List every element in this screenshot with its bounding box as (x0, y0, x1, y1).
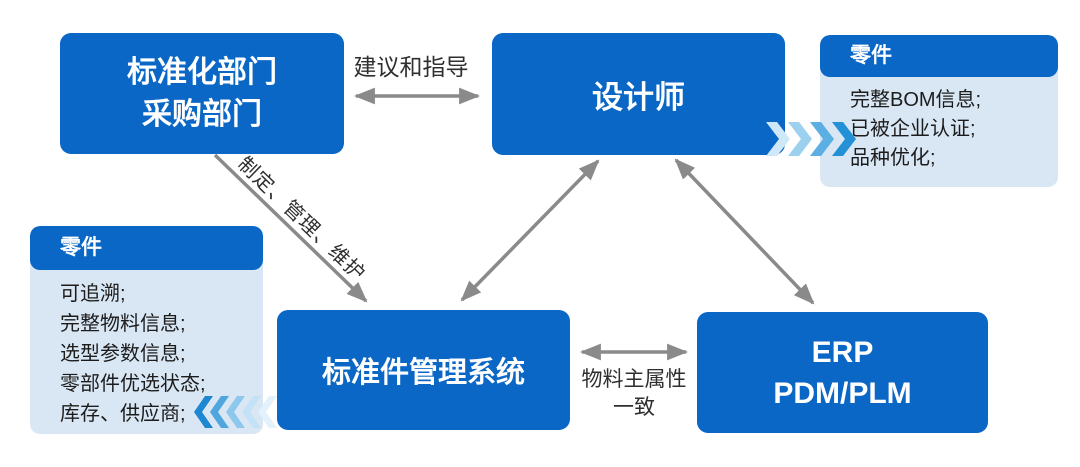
node-sms-box: 标准件管理系统 (277, 310, 570, 430)
chevrons-left-icon (194, 396, 277, 428)
chevron-right (810, 122, 834, 156)
node-erp-line2: PDM/PLM (773, 376, 912, 410)
callout-left-item: 可追溯; (60, 283, 126, 305)
callout-left-title: 零件 (30, 226, 263, 270)
node-dept-box: 标准化部门 采购部门 (60, 33, 344, 154)
edge-label-sms-erp: 物料主属性 一致 (572, 366, 696, 422)
callout-right-title: 零件 (820, 35, 1058, 77)
edge-label-sms-erp-line1: 物料主属性 (581, 368, 687, 391)
chevron-left (226, 396, 245, 428)
edge-label-sms-erp-line2: 一致 (613, 396, 655, 419)
node-dept-line1: 标准化部门 (127, 55, 277, 89)
callout-right-item: 已被企业认证; (850, 118, 976, 140)
chevrons-right-icon (766, 122, 856, 156)
node-erp-box: ERP PDM/PLM (697, 312, 988, 433)
arrow-designer-sms (460, 159, 600, 302)
callout-right-item: 品种优化; (850, 147, 936, 169)
node-designer-box: 设计师 (492, 33, 785, 155)
callout-left-item: 完整物料信息; (60, 313, 186, 335)
node-sms-label: 标准件管理系统 (321, 357, 525, 389)
callout-left-item: 选型参数信息; (60, 343, 186, 365)
node-designer-label: 设计师 (592, 79, 685, 115)
node-erp-line1: ERP (811, 335, 874, 369)
callout-left-item: 零部件优选状态; (60, 373, 206, 395)
chevron-right (788, 122, 812, 156)
chevron-right (832, 122, 856, 156)
arrow-designer-erp (674, 158, 815, 305)
chevron-left (258, 396, 277, 428)
node-dept-line2: 采购部门 (142, 97, 262, 131)
callout-left-item: 库存、供应商; (60, 403, 186, 425)
callout-right-item: 完整BOM信息; (850, 89, 982, 111)
edge-label-dept-designer: 建议和指导 (353, 54, 469, 80)
callout-parts-right: 零件 完整BOM信息; 已被企业认证; 品种优化; (820, 35, 1058, 187)
callout-right-items: 完整BOM信息; 已被企业认证; 品种优化; (820, 77, 1058, 173)
chevron-right (766, 122, 790, 156)
chevron-left (242, 396, 261, 428)
chevron-left (194, 396, 213, 428)
chevron-left (210, 396, 229, 428)
callout-left-items: 可追溯; 完整物料信息; 选型参数信息; 零部件优选状态; 库存、供应商; (30, 270, 263, 429)
